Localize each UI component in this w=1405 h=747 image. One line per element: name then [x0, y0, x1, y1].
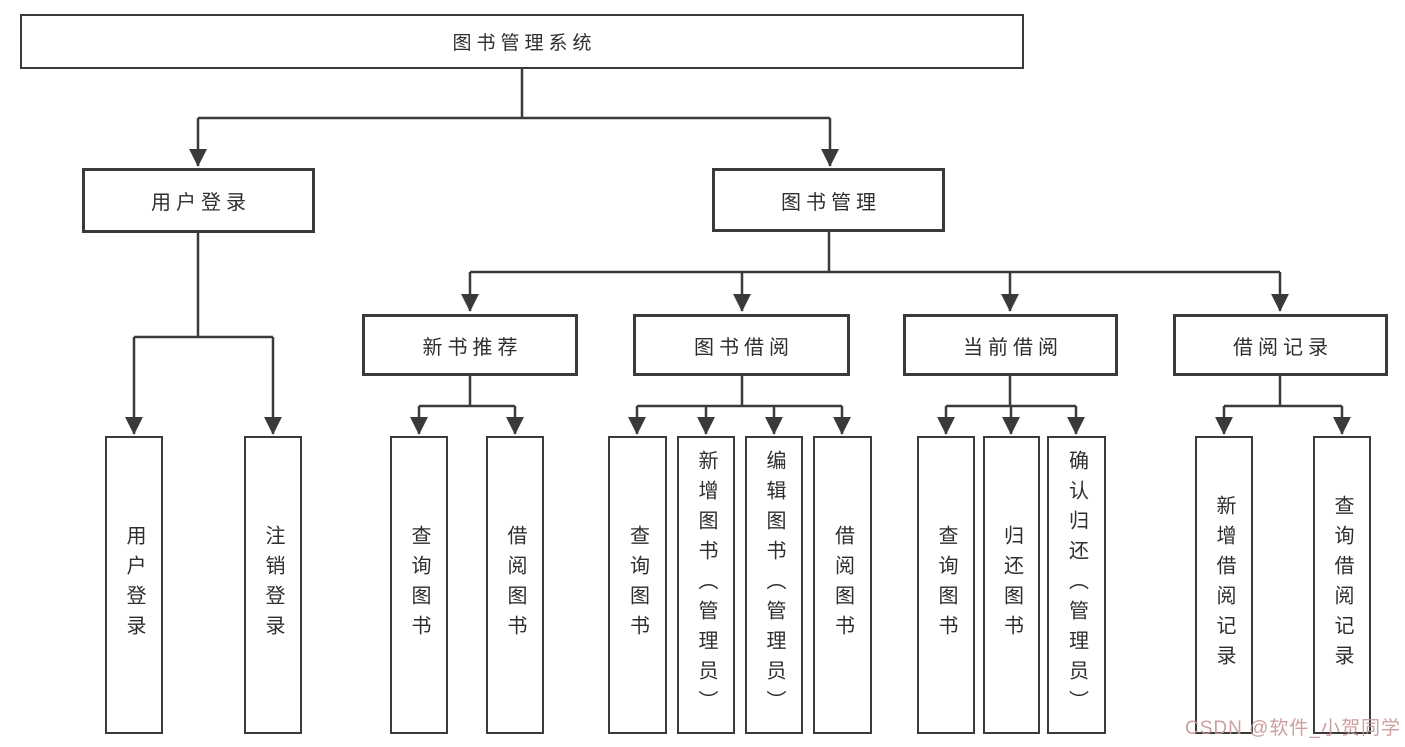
leaf-query-book-1: 查询图书 — [390, 436, 448, 734]
node-label: 用户登录 — [123, 525, 145, 645]
node-label: 确认归还（管理员） — [1065, 450, 1088, 720]
node-label: 借阅记录 — [1233, 336, 1333, 359]
leaf-add-borrow-record: 新增借阅记录 — [1195, 436, 1253, 734]
node-label: 借阅图书 — [831, 525, 854, 645]
node-label: 查询图书 — [408, 525, 430, 645]
node-label: 归还图书 — [1000, 525, 1023, 645]
node-current-borrow: 当前借阅 — [903, 314, 1118, 376]
leaf-return-book: 归还图书 — [983, 436, 1040, 734]
node-label: 新增借阅记录 — [1213, 495, 1235, 675]
leaf-query-borrow-record: 查询借阅记录 — [1313, 436, 1371, 734]
node-label: 查询图书 — [626, 525, 649, 645]
node-label: 图书管理 — [781, 191, 881, 214]
leaf-query-book-2: 查询图书 — [608, 436, 667, 734]
node-label: 用户登录 — [151, 192, 251, 214]
leaf-query-book-3: 查询图书 — [917, 436, 975, 734]
node-label: 图书借阅 — [694, 336, 794, 359]
node-label: 新书推荐 — [422, 336, 523, 359]
node-label: 查询图书 — [935, 525, 957, 645]
node-root: 图书管理系统 — [20, 14, 1024, 69]
leaf-confirm-return: 确认归还（管理员） — [1047, 436, 1106, 734]
node-label: 查询借阅记录 — [1331, 495, 1353, 675]
node-label: 编辑图书（管理员） — [763, 450, 785, 720]
node-label: 新增图书（管理员） — [695, 450, 717, 720]
node-label: 注销登录 — [262, 525, 284, 645]
node-book-management: 图书管理 — [712, 168, 945, 232]
node-new-book-recommend: 新书推荐 — [362, 314, 578, 376]
leaf-logout-login: 注销登录 — [244, 436, 302, 734]
connector-trunks — [134, 69, 1342, 408]
node-user-login: 用户登录 — [82, 168, 315, 233]
leaf-add-book: 新增图书（管理员） — [677, 436, 735, 734]
node-label: 借阅图书 — [504, 525, 526, 645]
node-label: 当前借阅 — [963, 336, 1063, 359]
csdn-watermark: CSDN @软件_小贺同学 — [1185, 718, 1401, 739]
leaf-user-login: 用户登录 — [105, 436, 163, 734]
leaf-borrow-book-2: 借阅图书 — [813, 436, 872, 734]
node-borrow-record: 借阅记录 — [1173, 314, 1388, 376]
leaf-borrow-book-1: 借阅图书 — [486, 436, 544, 734]
node-book-borrow: 图书借阅 — [633, 314, 850, 376]
node-label: 图书管理系统 — [452, 33, 597, 54]
leaf-edit-book: 编辑图书（管理员） — [745, 436, 803, 734]
